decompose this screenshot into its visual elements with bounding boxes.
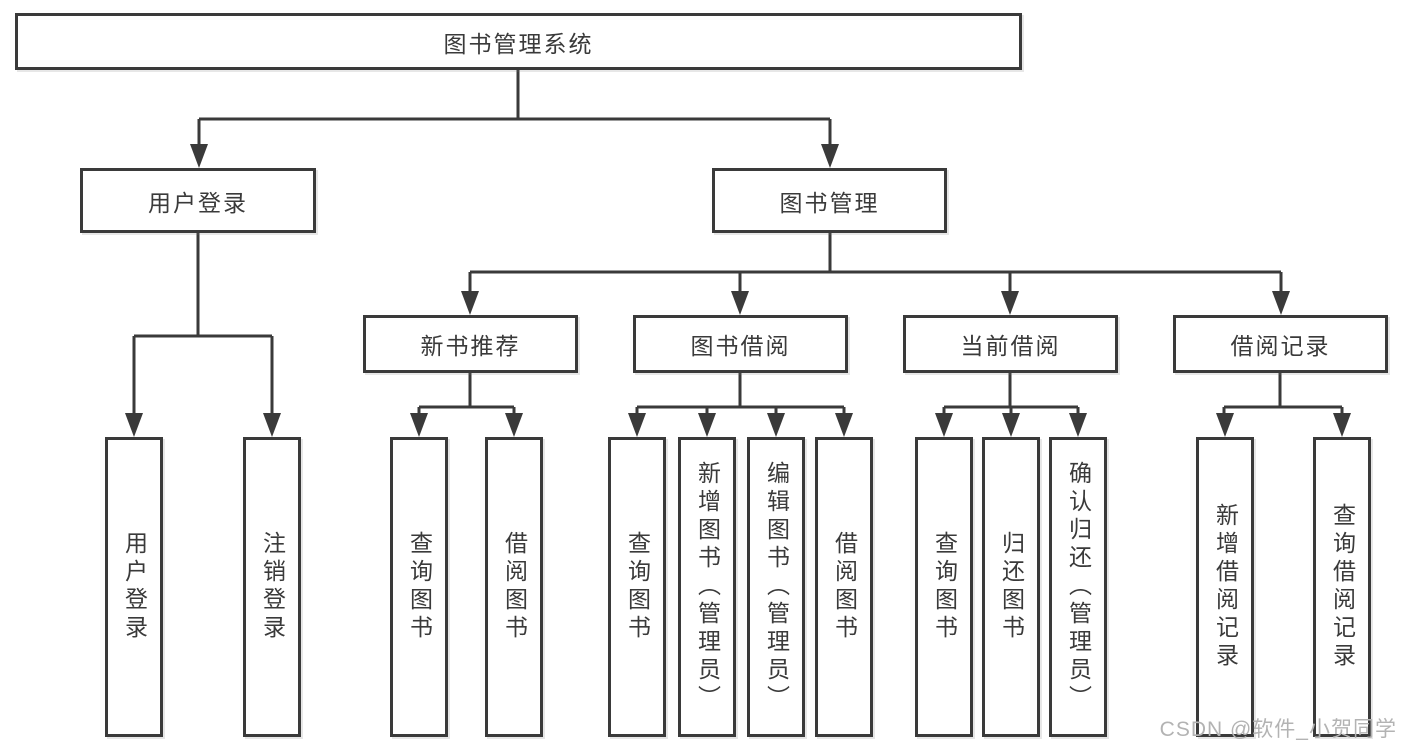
node-user-login-label: 用户登录 — [148, 189, 248, 216]
leaf-query-borrow-record: 查询借阅记录 — [1313, 437, 1371, 737]
leaf-query-books-2: 查询图书 — [608, 437, 666, 737]
node-borrow-records: 借阅记录 — [1173, 315, 1388, 373]
node-book-borrow: 图书借阅 — [633, 315, 848, 373]
node-new-book-recommend-label: 新书推荐 — [420, 333, 521, 359]
node-book-management: 图书管理 — [712, 168, 947, 233]
leaf-query-books-1: 查询图书 — [390, 437, 448, 737]
node-new-book-recommend: 新书推荐 — [363, 315, 578, 373]
node-borrow-records-label: 借阅记录 — [1230, 333, 1331, 359]
leaf-confirm-return-admin: 确认归还（管理员） — [1049, 437, 1107, 737]
node-root-label: 图书管理系统 — [443, 30, 594, 57]
node-root: 图书管理系统 — [15, 13, 1022, 70]
leaf-borrow-books-2: 借阅图书 — [815, 437, 873, 737]
node-current-borrow: 当前借阅 — [903, 315, 1118, 373]
leaf-add-borrow-record: 新增借阅记录 — [1196, 437, 1254, 737]
leaf-query-books-3: 查询图书 — [915, 437, 973, 737]
node-user-login: 用户登录 — [80, 168, 316, 233]
leaf-add-books-admin: 新增图书（管理员） — [678, 437, 736, 737]
leaf-borrow-books-1: 借阅图书 — [485, 437, 543, 737]
leaf-edit-books-admin: 编辑图书（管理员） — [747, 437, 805, 737]
node-current-borrow-label: 当前借阅 — [960, 333, 1061, 359]
csdn-watermark: CSDN @软件_小贺同学 — [1159, 718, 1397, 741]
leaf-logout: 注销登录 — [243, 437, 301, 737]
node-book-borrow-label: 图书借阅 — [690, 333, 791, 359]
leaf-return-books: 归还图书 — [982, 437, 1040, 737]
leaf-user-login: 用户登录 — [105, 437, 163, 737]
node-book-management-label: 图书管理 — [779, 189, 880, 216]
